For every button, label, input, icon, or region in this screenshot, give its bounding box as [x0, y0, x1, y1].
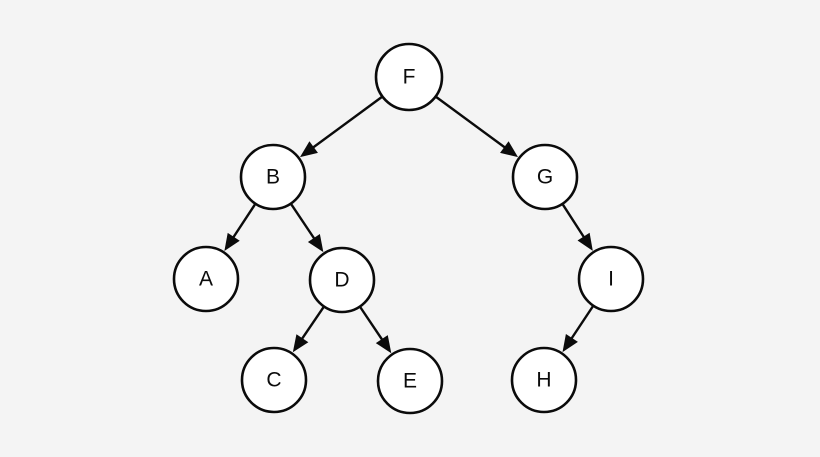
arrow-head-icon [307, 234, 324, 253]
edge-line [568, 305, 594, 343]
edge-b-d [290, 203, 324, 253]
node-circle[interactable] [374, 42, 444, 112]
node-circle[interactable] [511, 143, 579, 211]
edge-line [290, 203, 318, 243]
node-circle[interactable] [172, 245, 240, 313]
node-circle[interactable] [510, 346, 578, 414]
edge-g-i [561, 204, 593, 251]
arrow-head-icon [299, 141, 318, 158]
node-circle[interactable] [240, 346, 308, 414]
edge-line [561, 204, 588, 242]
edge-line [359, 306, 386, 344]
tree-node-i[interactable]: I [577, 245, 645, 313]
tree-node-d[interactable]: D [308, 246, 376, 314]
arrow-head-icon [500, 141, 519, 158]
edge-line [435, 96, 509, 151]
edge-line [298, 306, 325, 343]
arrow-head-icon [224, 232, 240, 251]
node-circle[interactable] [376, 347, 444, 415]
tree-node-g[interactable]: G [511, 143, 579, 211]
arrow-head-icon [577, 232, 593, 251]
edge-line [230, 203, 256, 242]
tree-node-f[interactable]: F [374, 42, 444, 112]
edge-line [309, 96, 383, 151]
node-circle[interactable] [308, 246, 376, 314]
tree-node-c[interactable]: C [240, 346, 308, 414]
edge-b-a [224, 203, 256, 251]
edges-layer [224, 96, 594, 354]
node-circle[interactable] [239, 143, 307, 211]
tree-node-e[interactable]: E [376, 347, 444, 415]
edge-f-b [299, 96, 383, 158]
edge-f-g [435, 96, 519, 158]
arrow-head-icon [562, 333, 578, 353]
arrow-head-icon [375, 335, 392, 354]
tree-node-b[interactable]: B [239, 143, 307, 211]
tree-node-a[interactable]: A [172, 245, 240, 313]
edge-d-e [359, 306, 392, 354]
tree-node-h[interactable]: H [510, 346, 578, 414]
node-circle[interactable] [577, 245, 645, 313]
edge-i-h [562, 305, 594, 353]
edge-d-c [292, 306, 325, 353]
arrow-head-icon [292, 334, 309, 353]
